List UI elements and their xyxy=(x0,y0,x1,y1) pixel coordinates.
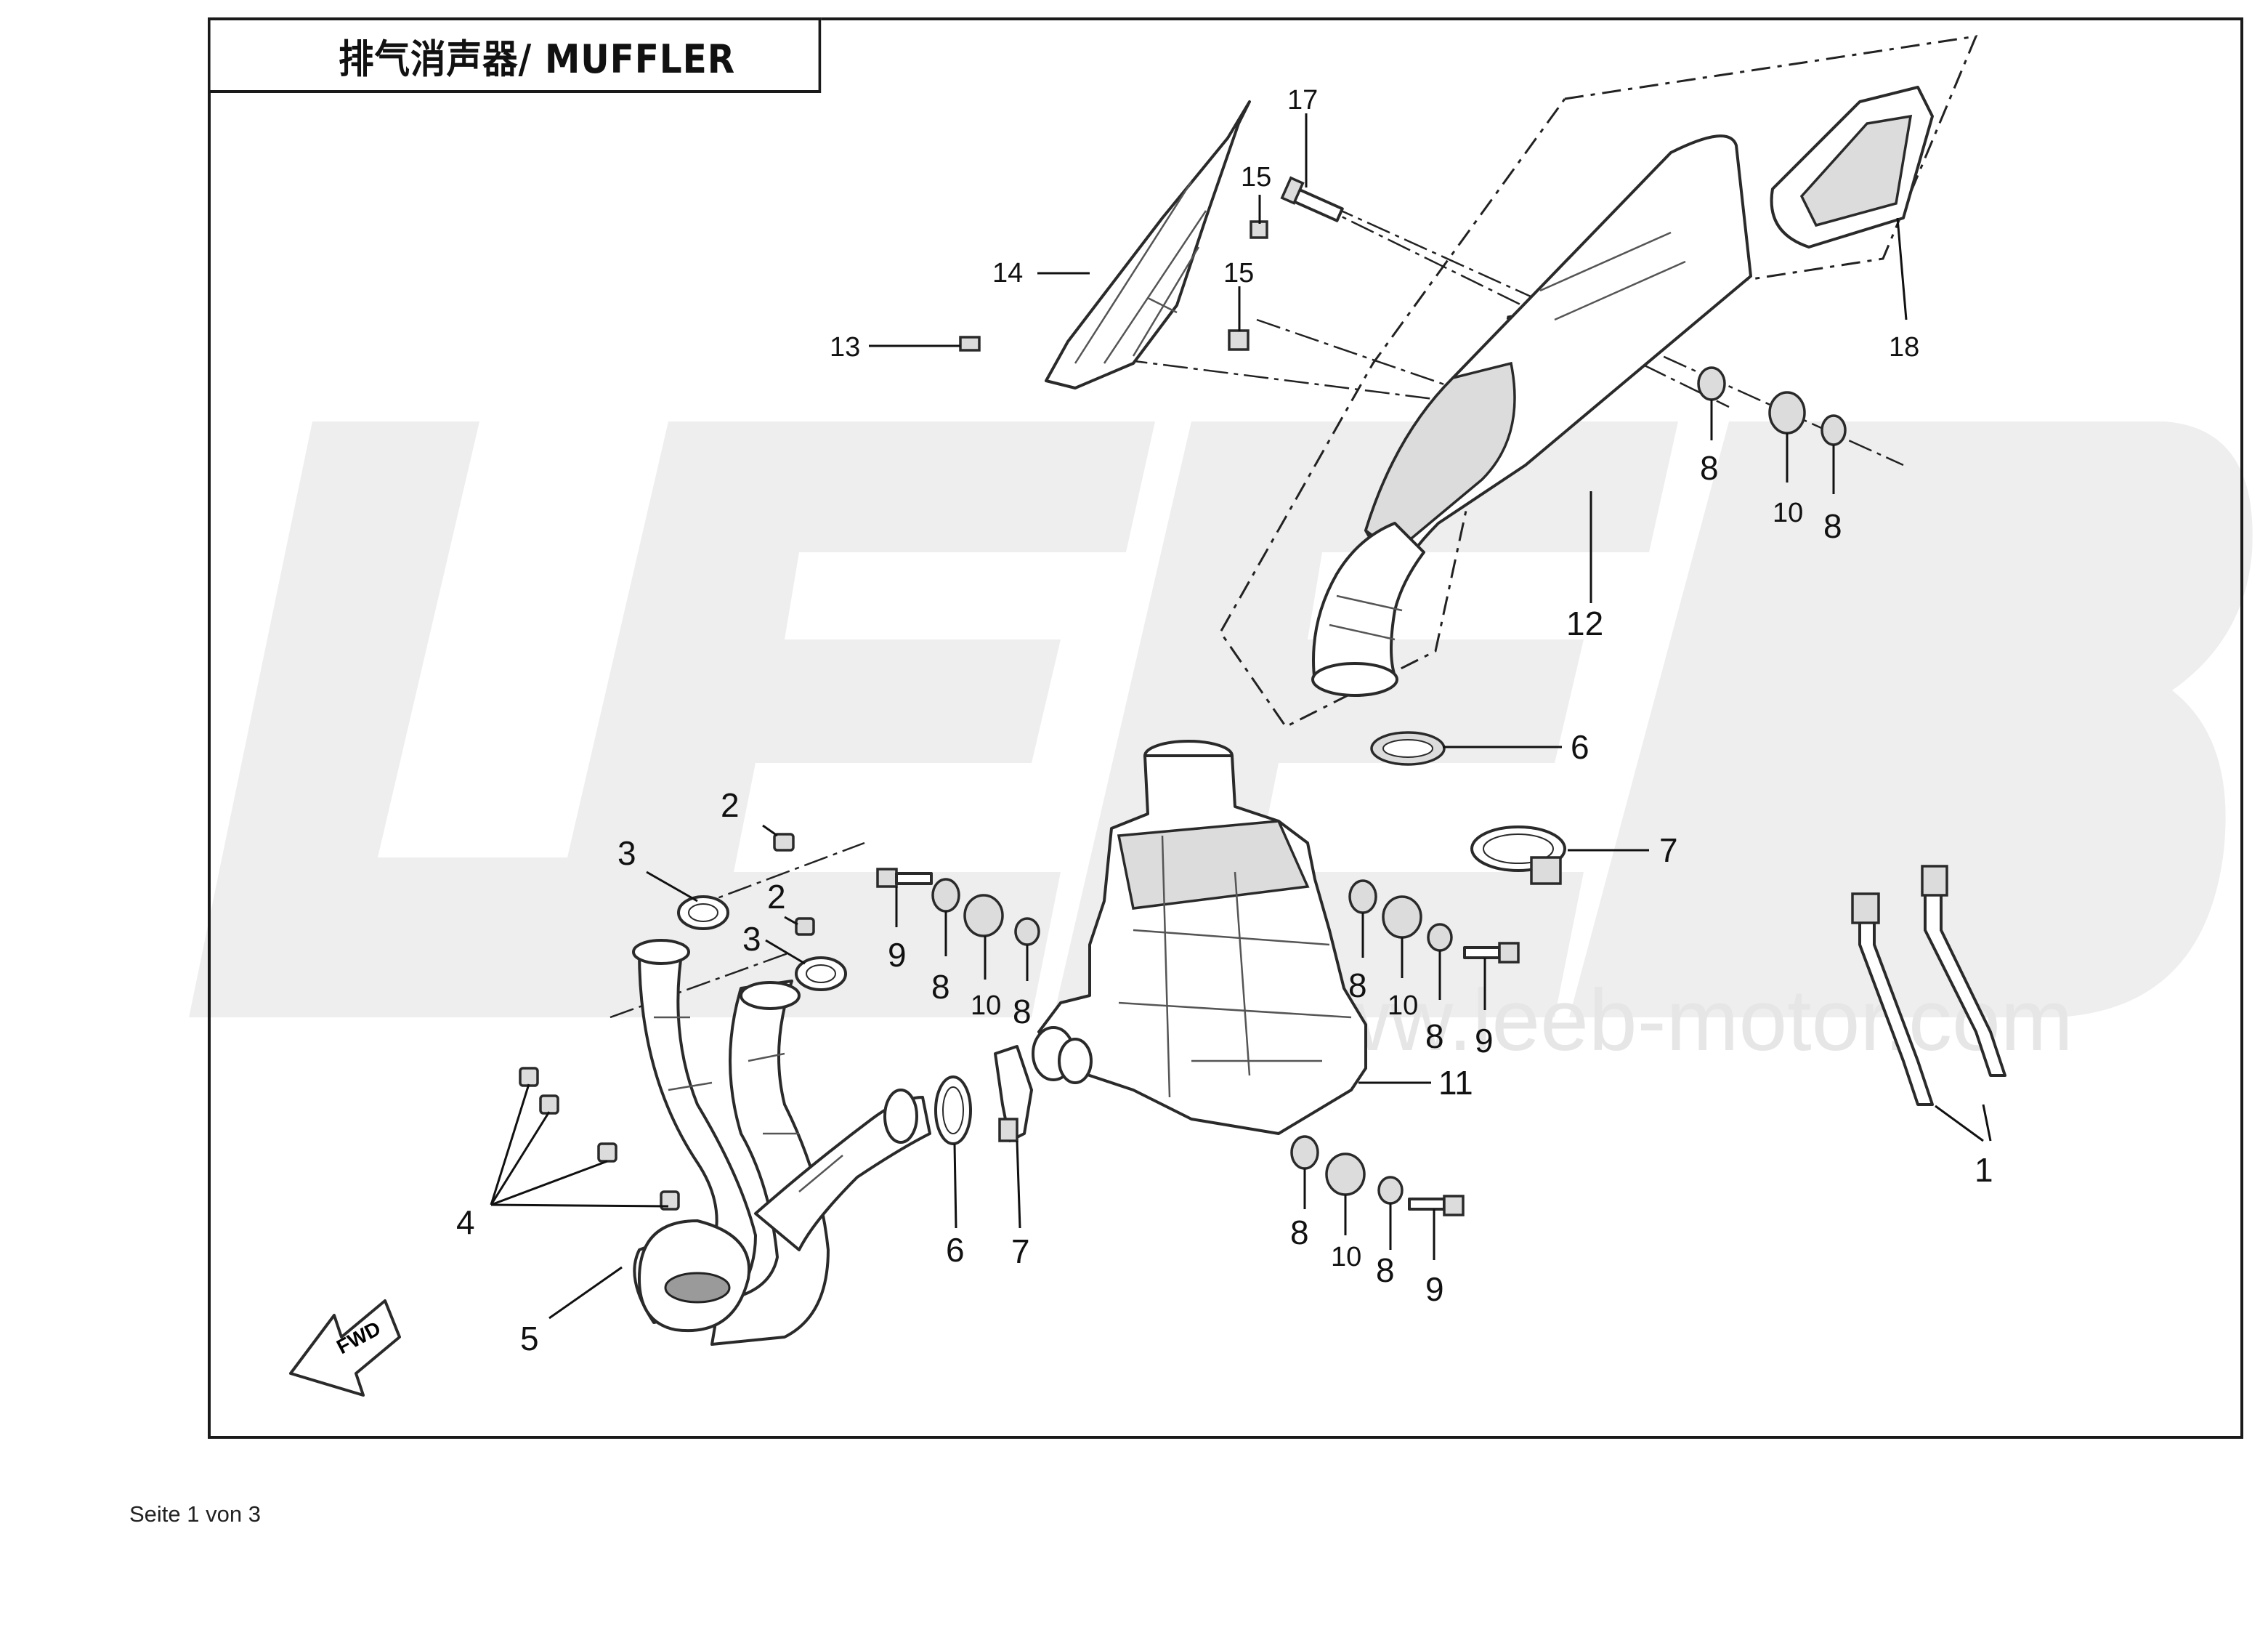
clamp-7-upper xyxy=(1470,825,1566,885)
page-footer: Seite 1 von 3 xyxy=(129,1501,261,1527)
bolt-13 xyxy=(959,336,981,352)
callout-6a: 6 xyxy=(1571,728,1589,766)
bolt-9-mid-right xyxy=(1463,942,1520,964)
callout-10a: 10 xyxy=(1773,498,1803,528)
nut-2b xyxy=(795,917,815,936)
callout-11: 11 xyxy=(1438,1064,1473,1102)
callout-13: 13 xyxy=(830,332,860,363)
bolt-9-lower xyxy=(1408,1195,1465,1216)
callout-7a: 7 xyxy=(1659,831,1678,869)
callout-8d: 8 xyxy=(1013,993,1032,1030)
callout-10d: 10 xyxy=(1331,1242,1361,1272)
gasket-6-lower xyxy=(934,1075,972,1145)
callout-8e: 8 xyxy=(1348,966,1367,1004)
heat-shield xyxy=(1045,100,1251,389)
silencer-body xyxy=(1311,134,1752,697)
callout-1: 1 xyxy=(1975,1151,1993,1189)
oxygen-sensors xyxy=(1851,865,2006,1106)
callout-8g: 8 xyxy=(1290,1214,1309,1251)
nut-2a xyxy=(773,833,795,852)
diagram-frame xyxy=(208,17,2243,1439)
watermark-url: www.leeb-motor.com xyxy=(1263,972,2073,1069)
callout-8f: 8 xyxy=(1425,1017,1444,1055)
grommet-10-mid-left xyxy=(963,894,1004,937)
callout-3a: 3 xyxy=(617,834,636,872)
nut-15b xyxy=(1228,329,1250,351)
exhaust-header-pipes xyxy=(632,939,931,1346)
callout-8a: 8 xyxy=(1700,449,1719,487)
callout-9c: 9 xyxy=(1425,1270,1444,1308)
callout-15a: 15 xyxy=(1241,162,1271,193)
callout-2b: 2 xyxy=(767,878,786,916)
page-title: 排气消声器/ MUFFLER xyxy=(208,17,822,93)
callout-14: 14 xyxy=(992,258,1023,288)
leader-lines xyxy=(490,113,1992,1320)
callout-10c: 10 xyxy=(1388,990,1418,1021)
callout-4: 4 xyxy=(456,1203,475,1241)
callout-numbers: 1 2 2 3 3 4 5 6 6 7 7 8 8 8 8 8 8 8 8 9 … xyxy=(456,85,1993,1357)
callout-7b: 7 xyxy=(1011,1232,1030,1270)
muffler-assembly-outline xyxy=(1219,35,1978,728)
callout-8c: 8 xyxy=(931,968,950,1006)
callout-3b: 3 xyxy=(742,920,761,958)
callout-15b: 15 xyxy=(1223,258,1254,288)
callout-9b: 9 xyxy=(1475,1022,1494,1059)
callout-8b: 8 xyxy=(1823,507,1842,545)
callout-6b: 6 xyxy=(946,1231,965,1269)
callout-5: 5 xyxy=(520,1320,539,1357)
bolt-9-mid-left xyxy=(876,868,933,888)
leeb-watermark-logo xyxy=(189,421,2253,1017)
callout-9a: 9 xyxy=(888,936,907,974)
pre-silencer-chamber xyxy=(1032,740,1367,1135)
callout-12: 12 xyxy=(1566,605,1603,642)
bolt-17 xyxy=(1280,176,1344,222)
nut-4d xyxy=(660,1190,680,1211)
end-cap xyxy=(1770,86,1934,249)
callout-17: 17 xyxy=(1287,85,1318,116)
callout-10b: 10 xyxy=(971,990,1001,1021)
callout-8h: 8 xyxy=(1376,1251,1395,1289)
clamp-7-lower xyxy=(994,1045,1033,1142)
callout-2a: 2 xyxy=(721,786,740,824)
callout-18: 18 xyxy=(1889,332,1919,363)
